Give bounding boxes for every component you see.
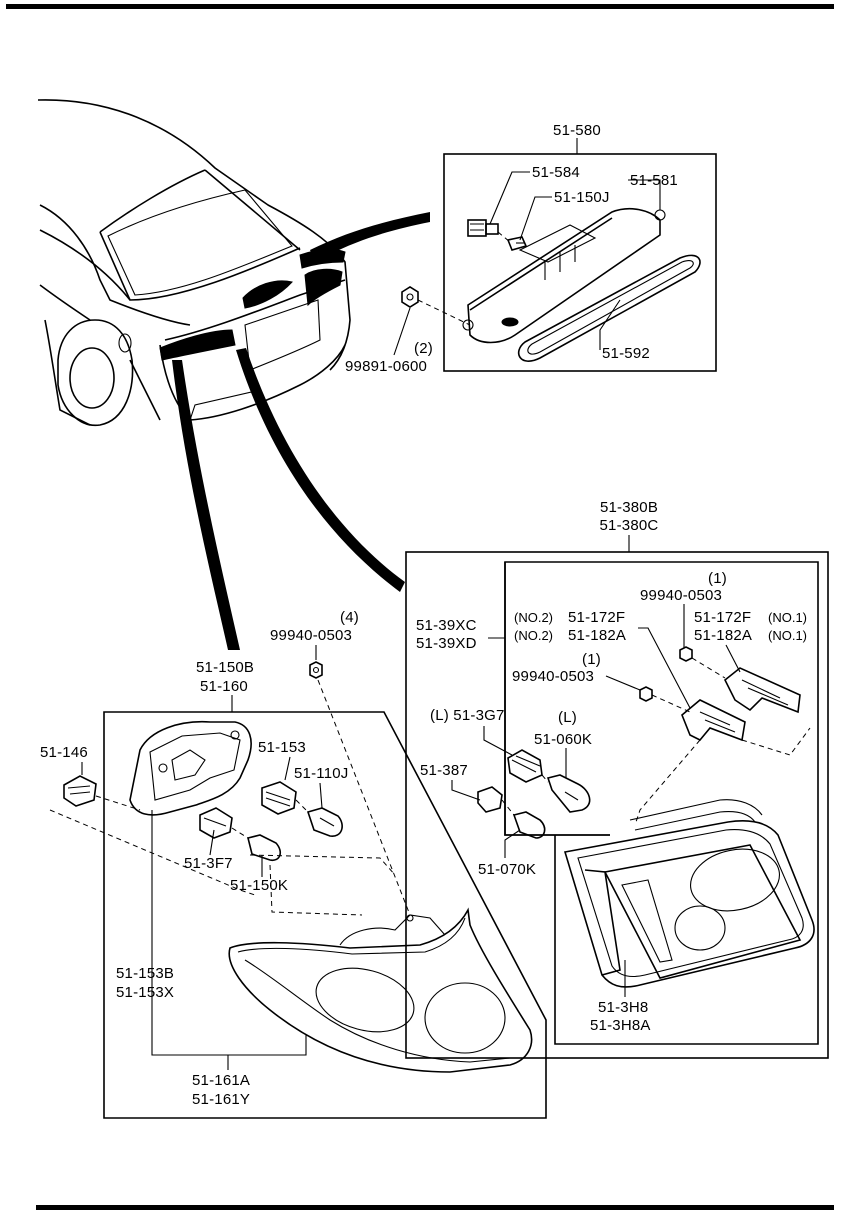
nut-99940-b: [639, 686, 653, 702]
tag-no2-a: (NO.2): [514, 610, 553, 625]
bulb-110J: [306, 807, 343, 837]
socket-387: [477, 786, 503, 813]
callout-51-387: 51-387: [420, 762, 468, 779]
callout-51-150J: 51-150J: [554, 189, 610, 206]
callout-51-150B: 51-150B: [196, 659, 254, 676]
callout-51-584: 51-584: [532, 164, 580, 181]
callout-99940-0503-c: 99940-0503: [270, 627, 352, 644]
callout-51-160: 51-160: [200, 678, 248, 695]
gasket-153B: [129, 720, 252, 816]
bottom-rule: [36, 1205, 834, 1210]
callout-51-110J: 51-110J: [294, 765, 349, 782]
top-rule: [6, 4, 834, 9]
callout-51-146: 51-146: [40, 744, 88, 761]
callout-51-060K: 51-060K: [534, 731, 592, 748]
callout-51-380B: 51-380B: [600, 499, 658, 516]
bracket-172F-no1: [723, 667, 801, 714]
callout-51-3H8: 51-3H8: [598, 999, 648, 1016]
leader-high-mount: [310, 212, 430, 262]
callout-qty-2: (2): [414, 340, 433, 357]
callout-99940-0503-a: 99940-0503: [640, 587, 722, 604]
callout-51-182A-no1: 51-182A: [694, 627, 752, 644]
callout-51-161A: 51-161A: [192, 1072, 250, 1089]
callout-51-070K: 51-070K: [478, 861, 536, 878]
callout-51-580: 51-580: [553, 122, 601, 139]
callout-51-161Y: 51-161Y: [192, 1091, 250, 1108]
callout-qty-1-a: (1): [708, 570, 727, 587]
callout-qty-1-b: (1): [582, 651, 601, 668]
outer-lamp-housing: [228, 907, 533, 1073]
callout-51-182A-no2: 51-182A: [568, 627, 626, 644]
callout-51-172F-no1: 51-172F: [694, 609, 751, 626]
socket-153: [261, 781, 297, 815]
callout-qty-4: (4): [340, 609, 359, 626]
callout-51-3G7: (L) 51-3G7: [430, 707, 505, 724]
callout-51-3F7: 51-3F7: [184, 855, 233, 872]
car-rear-illustration: [37, 99, 351, 427]
outer-lamp-box: [103, 711, 547, 1119]
bulb-150J: [506, 236, 528, 251]
callout-51-150K: 51-150K: [230, 877, 288, 894]
socket-3F7: [199, 807, 233, 839]
callout-51-380C: 51-380C: [600, 517, 659, 534]
gasket-592: [517, 254, 701, 362]
tag-no1-a: (NO.1): [768, 610, 807, 625]
inner-lens-3H8: [563, 799, 815, 988]
tag-left: (L): [558, 709, 577, 726]
callout-51-592: 51-592: [602, 345, 650, 362]
bulb-070K: [512, 811, 546, 839]
high-mount-box: [443, 153, 717, 372]
tag-no1-b: (NO.1): [768, 628, 807, 643]
nut-99940-a: [679, 646, 693, 662]
inner-lamp-outer-box: [405, 551, 829, 1059]
socket-3G7: [507, 749, 543, 783]
callout-99891-0600: 99891-0600: [345, 358, 427, 375]
nut-99891: [401, 286, 419, 308]
socket-584: [467, 219, 499, 237]
callout-51-581: 51-581: [630, 172, 678, 189]
bulb-150K: [247, 834, 282, 862]
bracket-172F-no2: [681, 699, 746, 742]
tag-no2-b: (NO.2): [514, 628, 553, 643]
callout-51-3H8A: 51-3H8A: [590, 1017, 651, 1034]
callout-51-39XC: 51-39XC: [416, 617, 477, 634]
high-mount-lamp: [462, 208, 666, 344]
nut-99940-c: [309, 661, 323, 679]
callout-51-172F-no2: 51-172F: [568, 609, 625, 626]
callout-99940-0503-b: 99940-0503: [512, 668, 594, 685]
bulb-060K: [546, 774, 591, 813]
callout-51-153B: 51-153B: [116, 965, 174, 982]
callout-51-153X: 51-153X: [116, 984, 174, 1001]
callout-51-39XD: 51-39XD: [416, 635, 477, 652]
leader-outer-lamp: [172, 360, 240, 650]
callout-51-153: 51-153: [258, 739, 306, 756]
leader-inner-lamp: [236, 348, 405, 592]
socket-146: [63, 775, 97, 807]
